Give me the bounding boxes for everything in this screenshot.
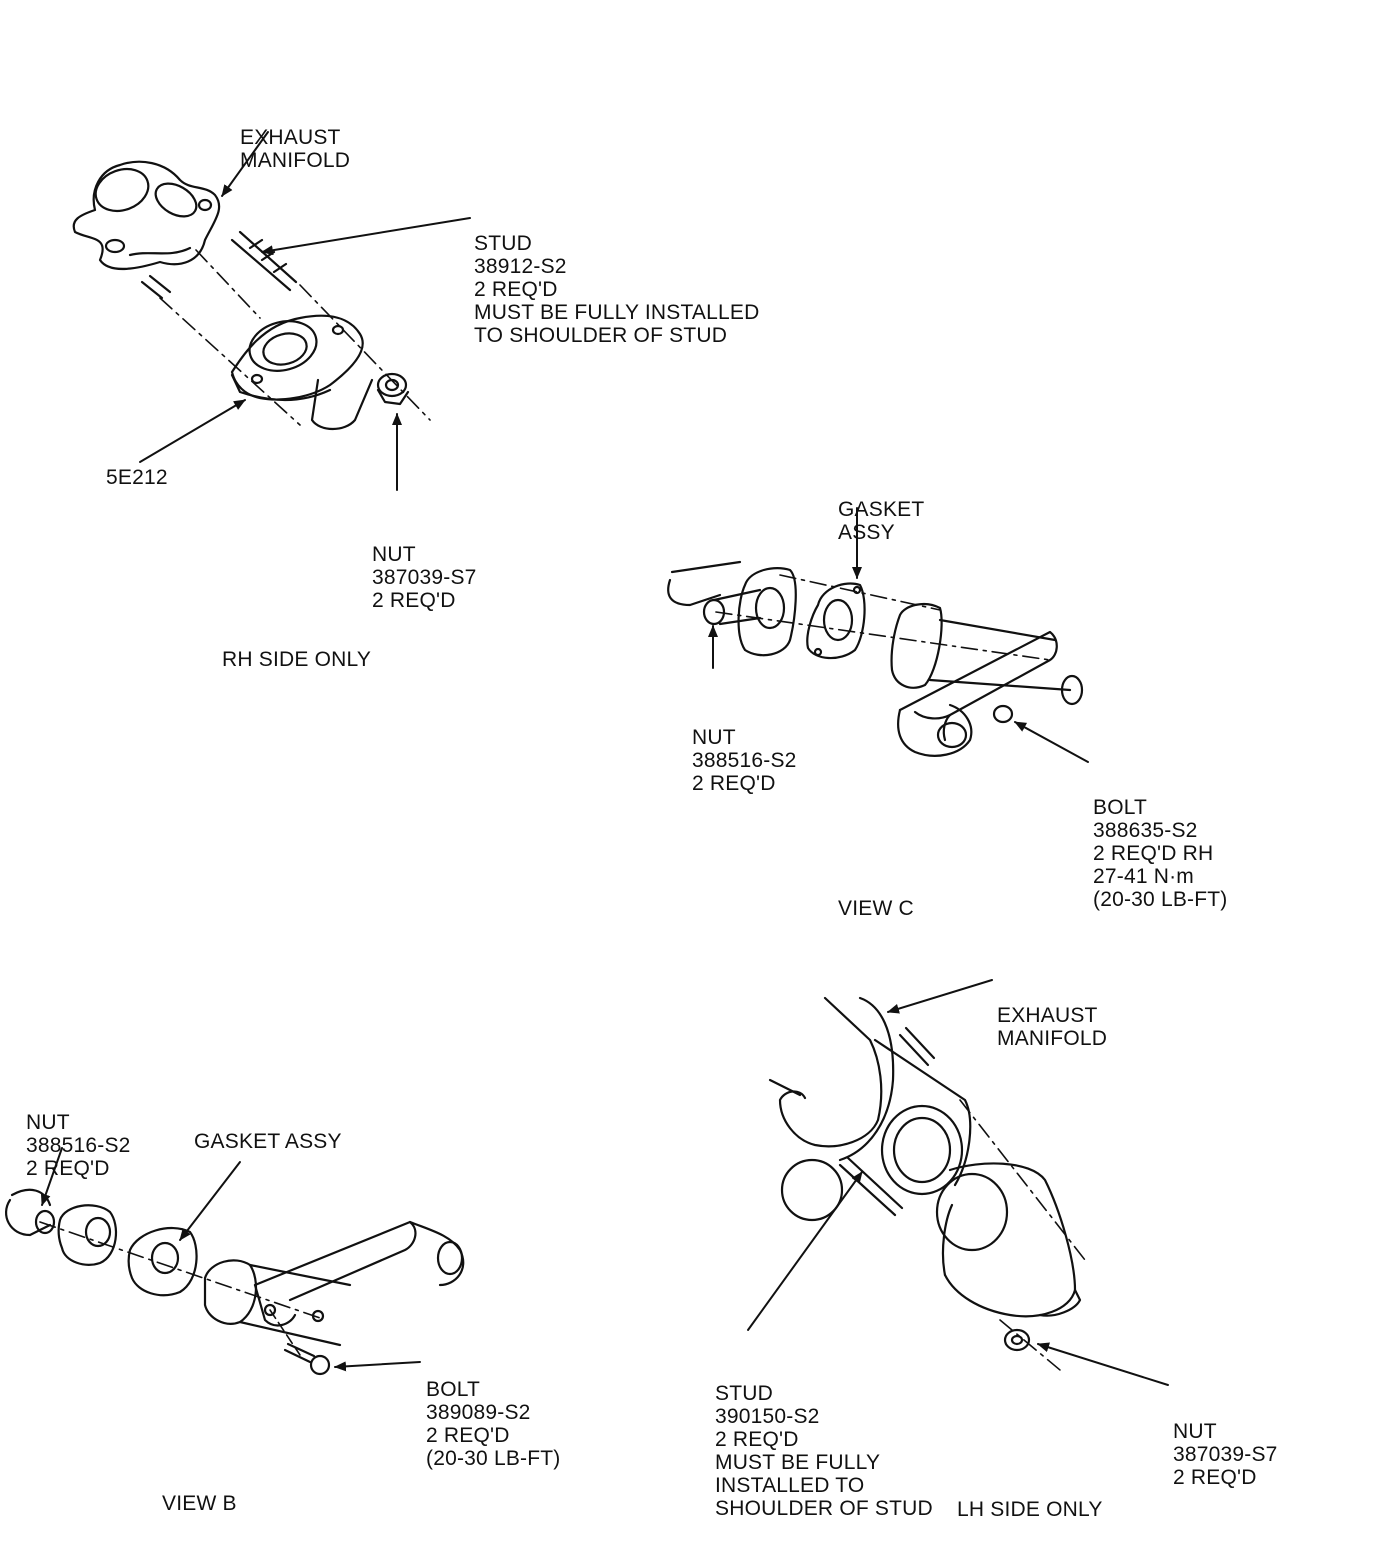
leader-lh-stud xyxy=(747,1171,863,1331)
leader-b-bolt xyxy=(334,1361,421,1372)
rh-side-illustration xyxy=(72,160,431,431)
lh-side-illustration xyxy=(768,996,1086,1371)
leader-lh-manifold xyxy=(887,979,993,1014)
leader-rh-stud xyxy=(261,217,471,256)
leader-lh-nut xyxy=(1037,1342,1169,1386)
rh-caption: RH SIDE ONLY xyxy=(222,648,372,671)
b-gasket-label: GASKET ASSY xyxy=(194,1130,342,1153)
leader-b-gasket xyxy=(179,1161,241,1241)
leader-b-nut xyxy=(40,1147,63,1206)
leader-lines xyxy=(40,131,1169,1386)
c-caption: VIEW C xyxy=(838,897,914,920)
view-c-illustration xyxy=(667,560,1084,757)
leader-c-bolt xyxy=(1014,721,1089,763)
leader-rh-part xyxy=(139,399,246,463)
lh-caption: LH SIDE ONLY xyxy=(957,1498,1103,1521)
b-caption: VIEW B xyxy=(162,1492,237,1515)
rh-part-label: 5E212 xyxy=(106,466,168,489)
leader-rh-manifold xyxy=(221,131,269,197)
view-b-illustration xyxy=(4,1188,465,1376)
